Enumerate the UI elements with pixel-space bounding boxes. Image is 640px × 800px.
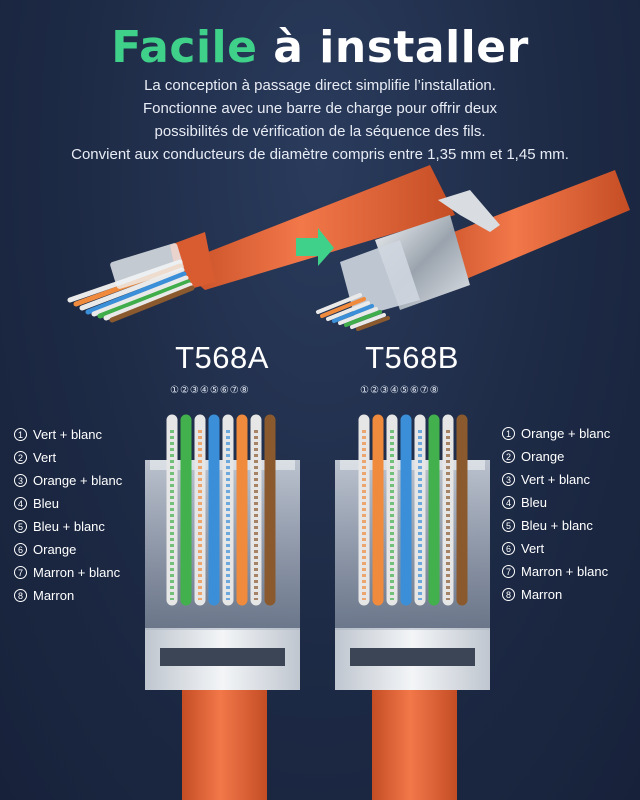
wire-label: Orange + blanc (33, 473, 123, 488)
t568b-title: T568B (365, 340, 459, 375)
pin-number: 2 (14, 451, 27, 464)
list-item: 7 Marron + blanc (502, 560, 610, 583)
cable-before-illustration (67, 165, 455, 323)
t568b-pin-numbers: ①②③④⑤⑥⑦⑧ (360, 385, 440, 396)
list-item: 4 Bleu (14, 492, 122, 515)
description-line: La conception à passage direct simplifie… (144, 77, 496, 94)
pin-number: 3 (502, 473, 515, 486)
title-rest: à installer (257, 22, 529, 73)
wire-label: Vert (33, 450, 57, 465)
t568a-pin-numbers: ①②③④⑤⑥⑦⑧ (170, 385, 250, 396)
pin-number: 6 (502, 542, 515, 555)
wire-label: Orange (33, 542, 77, 557)
description-line: Fonctionne avec une barre de charge pour… (142, 100, 498, 117)
pin-number: 1 (14, 428, 27, 441)
list-item: 8 Marron (502, 583, 610, 606)
pin-number: 3 (14, 474, 27, 487)
list-item: 2 Vert (14, 446, 122, 469)
list-item: 5 Bleu + blanc (502, 514, 610, 537)
description: La conception à passage direct simplifie… (0, 74, 640, 166)
product-illustration (67, 165, 630, 800)
wire-label: Marron + blanc (521, 564, 609, 579)
wire-label: Bleu (521, 495, 548, 510)
wire-label: Orange + blanc (521, 426, 611, 441)
list-item: 1 Vert + blanc (14, 423, 122, 446)
pin-number: 6 (14, 543, 27, 556)
t568a-title: T568A (175, 340, 269, 375)
pin-number: 4 (502, 496, 515, 509)
wire-label: Marron (33, 588, 75, 603)
pin-number: 8 (502, 588, 515, 601)
list-item: 5 Bleu + blanc (14, 515, 122, 538)
pin-number: 7 (14, 566, 27, 579)
wire-label: Marron (521, 587, 563, 602)
t568b-connector-illustration (335, 414, 490, 800)
pin-number: 4 (14, 497, 27, 510)
pin-number: 7 (502, 565, 515, 578)
page-title: Facile à installer (0, 22, 640, 73)
wire-label: Vert + blanc (33, 427, 103, 442)
connector-after-illustration (316, 170, 630, 331)
wire-label: Bleu (33, 496, 60, 511)
list-item: 6 Orange (14, 538, 122, 561)
list-item: 3 Vert + blanc (502, 468, 610, 491)
t568a-connector-illustration (145, 414, 300, 800)
pin-number: 2 (502, 450, 515, 463)
pin-number: 1 (502, 427, 515, 440)
wire-label: Bleu + blanc (521, 518, 593, 533)
list-item: 4 Bleu (502, 491, 610, 514)
arrow-icon (296, 228, 334, 266)
pin-number: 5 (14, 520, 27, 533)
title-accent: Facile (111, 22, 258, 73)
pin-number: 5 (502, 519, 515, 532)
wire-label: Marron + blanc (33, 565, 121, 580)
wire-label: Bleu + blanc (33, 519, 105, 534)
wire-label: Orange (521, 449, 565, 464)
list-item: 7 Marron + blanc (14, 561, 122, 584)
list-item: 2 Orange (502, 445, 610, 468)
description-line: Convient aux conducteurs de diamètre com… (71, 146, 569, 163)
description-line: possibilités de vérification de la séque… (154, 123, 486, 140)
list-item: 3 Orange + blanc (14, 469, 122, 492)
list-item: 1 Orange + blanc (502, 422, 610, 445)
wire-label: Vert + blanc (521, 472, 591, 487)
list-item: 8 Marron (14, 584, 122, 607)
list-item: 6 Vert (502, 537, 610, 560)
pin-number: 8 (14, 589, 27, 602)
wire-label: Vert (521, 541, 545, 556)
